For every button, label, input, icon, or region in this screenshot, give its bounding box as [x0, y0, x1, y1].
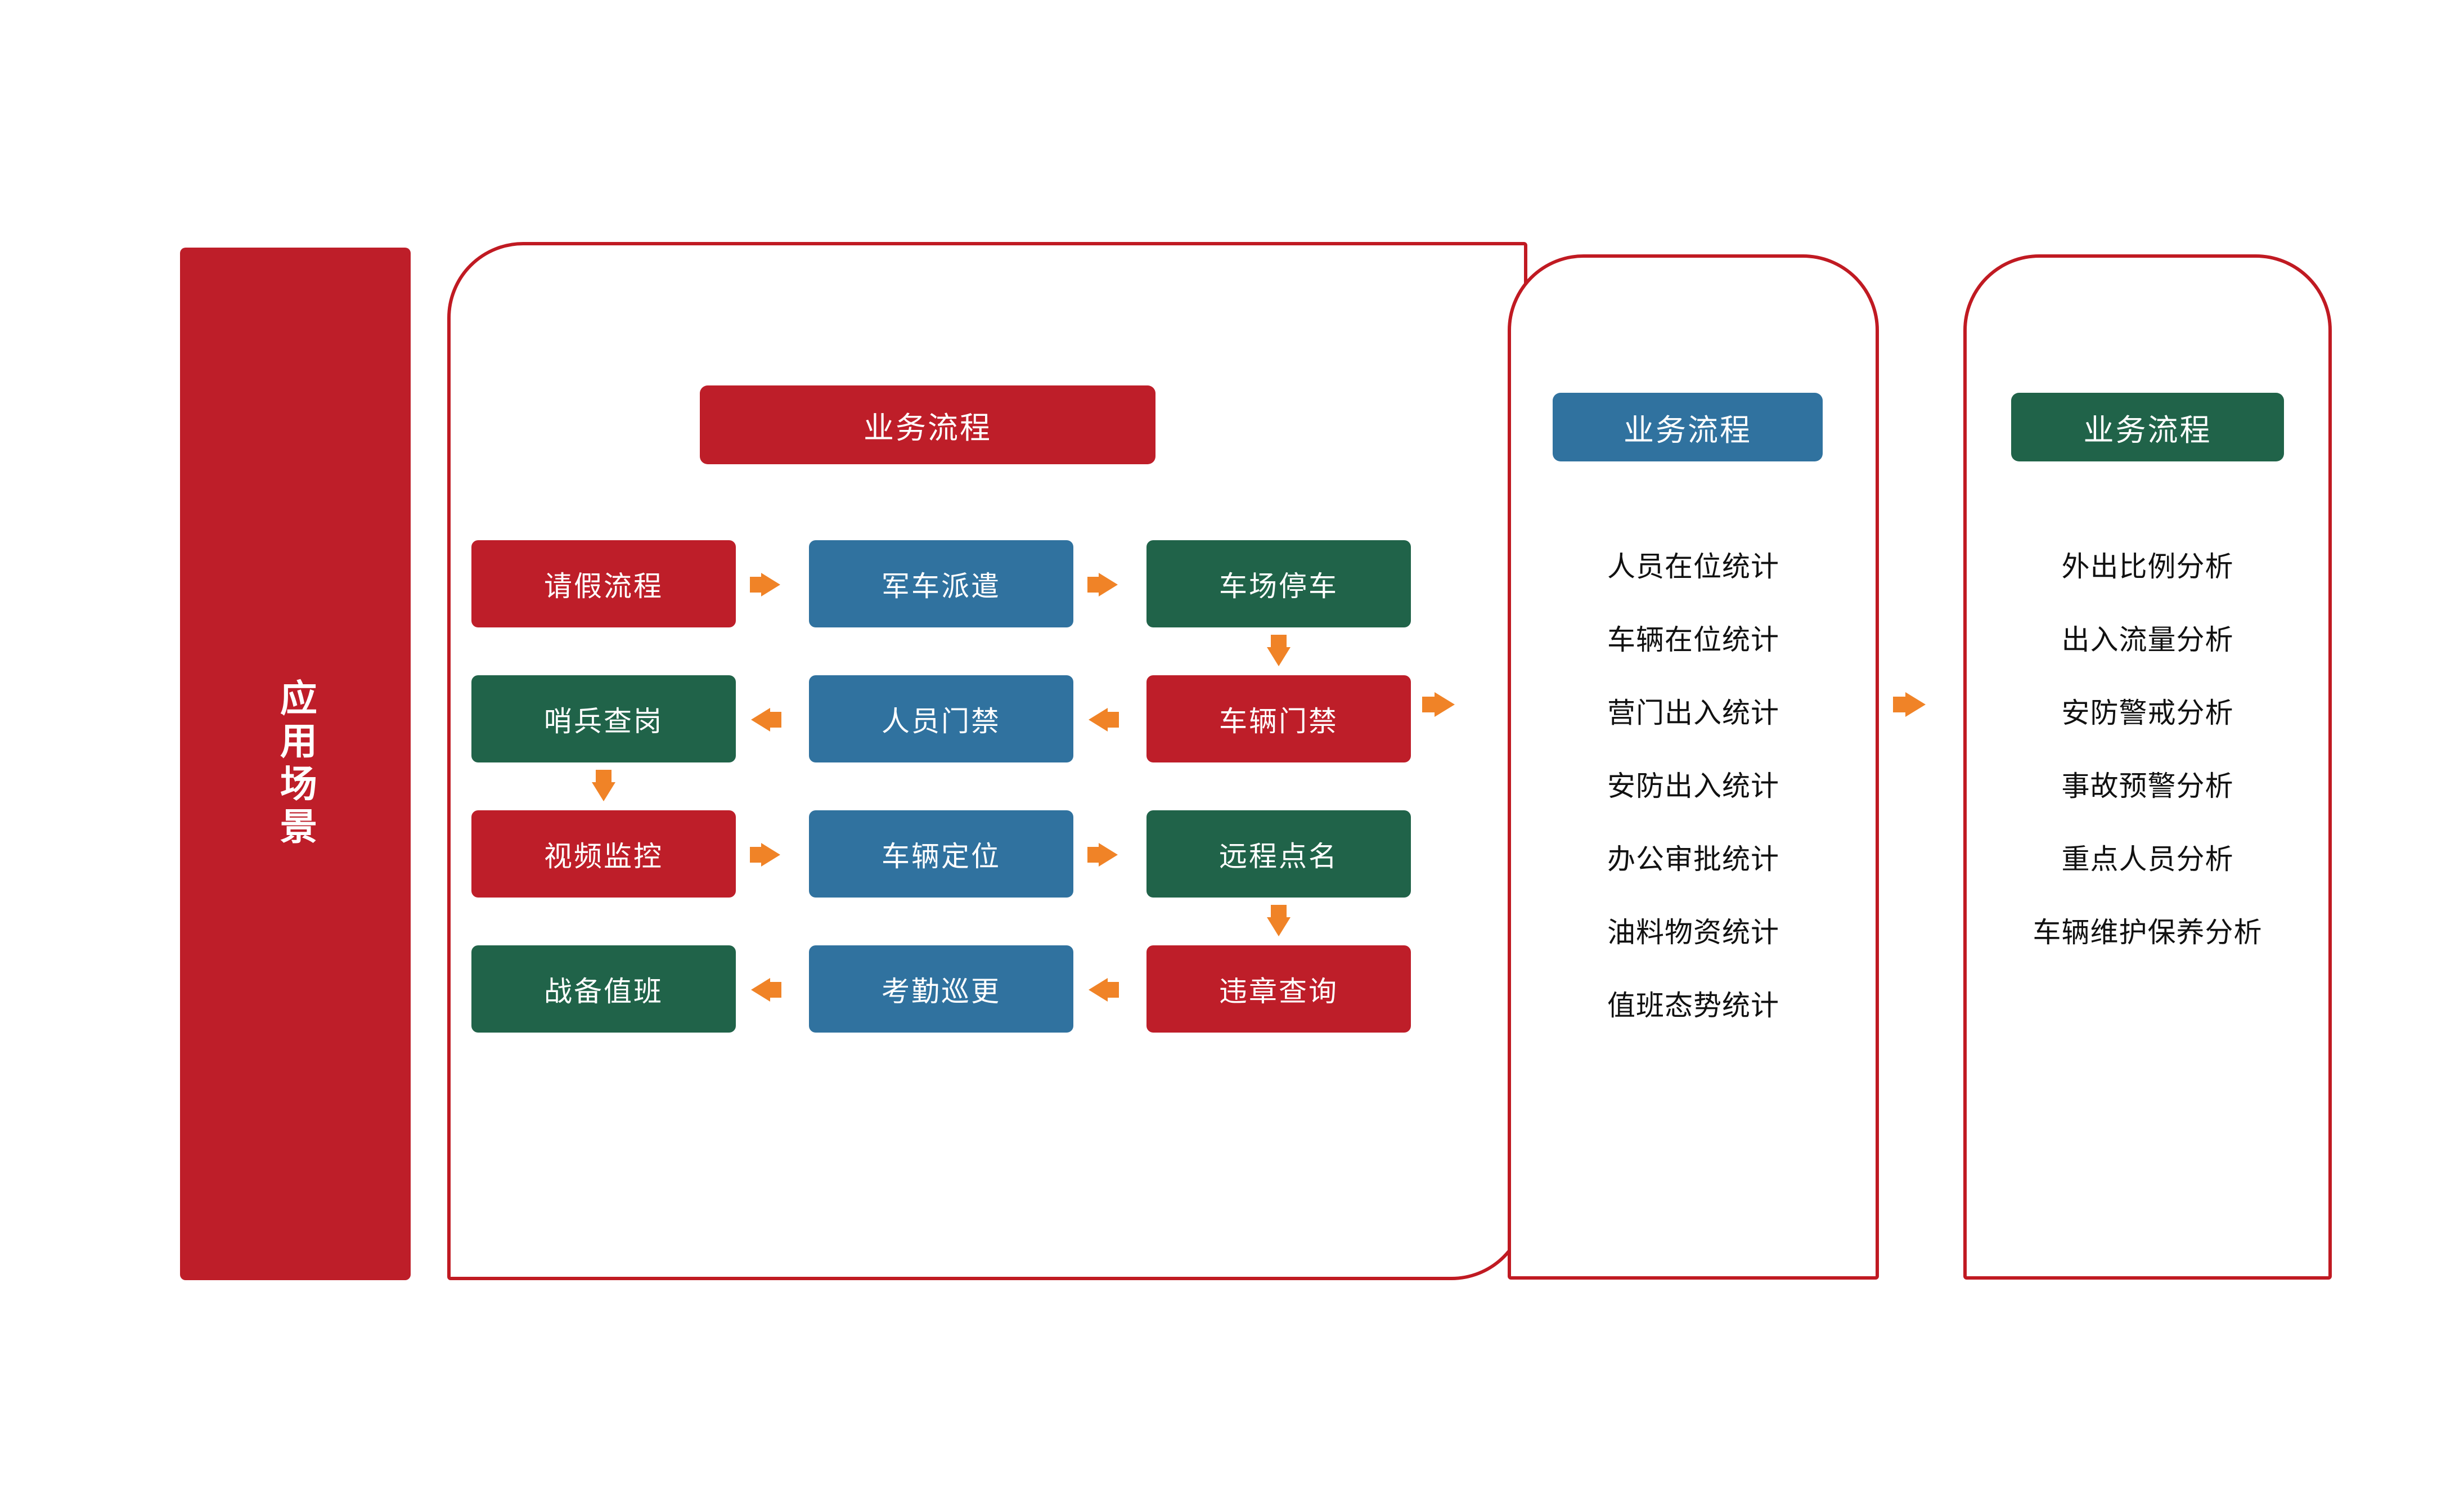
list-item: 外出比例分析: [2061, 551, 2234, 582]
flow-node[interactable]: 考勤巡更: [809, 945, 1073, 1033]
flow-node[interactable]: 车辆门禁: [1146, 675, 1411, 762]
statistics-heading: 业务流程: [1553, 393, 1823, 461]
list-item: 安防出入统计: [1607, 770, 1779, 802]
arrow-right-icon: [750, 572, 781, 598]
analysis-list: 外出比例分析 出入流量分析 安防警戒分析 事故预警分析 重点人员分析 车辆维护保…: [1972, 530, 2323, 969]
arrow-left-icon: [1087, 977, 1119, 1003]
list-item: 车辆维护保养分析: [2033, 917, 2263, 948]
flow-node[interactable]: 远程点名: [1146, 810, 1411, 898]
arrow-right-icon: [1087, 842, 1119, 868]
list-item: 安防警戒分析: [2061, 697, 2234, 729]
arrow-down-icon: [1266, 905, 1292, 937]
flow-node[interactable]: 战备值班: [471, 945, 736, 1033]
list-item: 出入流量分析: [2061, 624, 2234, 656]
business-process-heading: 业务流程: [700, 385, 1155, 464]
arrow-right-icon: [1893, 691, 1927, 718]
list-item: 人员在位统计: [1607, 551, 1779, 582]
list-item: 值班态势统计: [1607, 990, 1779, 1021]
flow-node[interactable]: 军车派遣: [809, 540, 1073, 627]
arrow-right-icon: [1087, 572, 1119, 598]
flow-node[interactable]: 违章查询: [1146, 945, 1411, 1033]
flow-node[interactable]: 视频监控: [471, 810, 736, 898]
list-item: 营门出入统计: [1607, 697, 1779, 729]
arrow-right-icon: [1422, 691, 1456, 718]
analysis-heading: 业务流程: [2011, 393, 2284, 461]
flow-row: 请假流程 军车派遣 车场停车: [471, 540, 1411, 627]
flow-node[interactable]: 人员门禁: [809, 675, 1073, 762]
list-item: 重点人员分析: [2061, 844, 2234, 875]
flow-node[interactable]: 请假流程: [471, 540, 736, 627]
flow-row: 哨兵查岗 人员门禁 车辆门禁: [471, 675, 1411, 762]
application-scenario-label: 应用场景: [275, 678, 317, 850]
arrow-left-icon: [750, 977, 781, 1003]
list-item: 车辆在位统计: [1607, 624, 1779, 656]
arrow-left-icon: [750, 707, 781, 733]
arrow-down-icon: [1266, 635, 1292, 667]
flow-node[interactable]: 哨兵查岗: [471, 675, 736, 762]
statistics-list: 人员在位统计 车辆在位统计 营门出入统计 安防出入统计 办公审批统计 油料物资统…: [1519, 530, 1868, 1042]
flow-node[interactable]: 车辆定位: [809, 810, 1073, 898]
flow-row: 视频监控 车辆定位 远程点名: [471, 810, 1411, 898]
list-item: 事故预警分析: [2061, 770, 2234, 802]
flow-node[interactable]: 车场停车: [1146, 540, 1411, 627]
process-flow-grid: 请假流程 军车派遣 车场停车 哨兵查岗: [471, 540, 1478, 1064]
list-item: 办公审批统计: [1607, 844, 1779, 875]
arrow-left-icon: [1087, 707, 1119, 733]
application-scenario-banner: 应用场景: [180, 248, 411, 1280]
flow-row: 战备值班 考勤巡更 违章查询: [471, 945, 1411, 1033]
arrow-down-icon: [591, 770, 617, 802]
arrow-right-icon: [750, 842, 781, 868]
list-item: 油料物资统计: [1607, 917, 1779, 948]
